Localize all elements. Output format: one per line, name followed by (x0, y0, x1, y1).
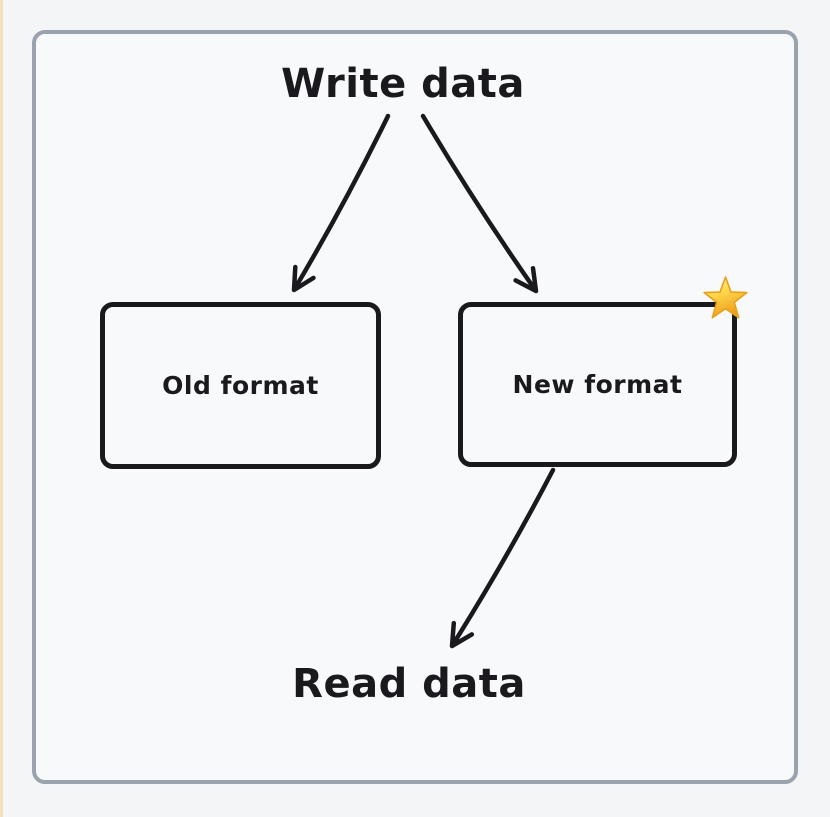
write-data-label: Write data (281, 61, 525, 107)
node-new-format: New format (458, 302, 737, 467)
node-old-format: Old format (100, 302, 381, 469)
node-new-format-label: New format (512, 370, 683, 399)
star-icon (703, 276, 748, 319)
node-old-format-label: Old format (162, 371, 319, 400)
diagram-frame (32, 30, 798, 784)
left-edge-strip (0, 0, 3, 817)
read-data-label: Read data (292, 661, 526, 707)
